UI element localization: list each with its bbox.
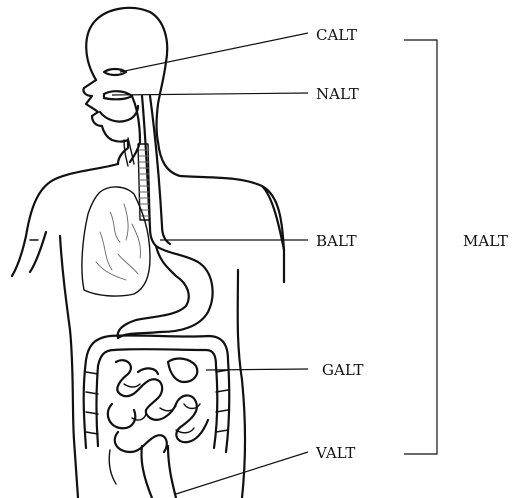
labels: CALT NALT BALT GALT VALT MALT — [315, 26, 508, 462]
left-arm-inner — [30, 232, 46, 272]
neck-outline — [158, 142, 284, 282]
label-valt: VALT — [315, 444, 355, 462]
torso-right-side — [238, 270, 245, 498]
malt-bracket — [404, 40, 437, 454]
appendix — [109, 450, 116, 484]
nalt-leader — [112, 93, 308, 95]
label-galt: GALT — [322, 361, 364, 379]
label-malt: MALT — [463, 232, 508, 250]
left-shoulder — [12, 164, 118, 276]
label-calt: CALT — [316, 26, 357, 44]
head-outline — [86, 8, 167, 142]
small-intestine — [108, 359, 208, 452]
calt-leader — [120, 33, 308, 72]
esophagus-right-wall — [150, 96, 170, 244]
torso-left-side — [60, 236, 78, 498]
body-outline — [12, 8, 284, 498]
leader-lines — [112, 33, 308, 494]
galt-leader — [206, 369, 308, 370]
label-nalt: NALT — [316, 85, 359, 103]
lung-texture — [96, 204, 141, 280]
rectum — [141, 446, 176, 498]
stomach — [118, 246, 213, 338]
label-balt: BALT — [316, 232, 357, 250]
mouth-cavity — [100, 106, 138, 122]
